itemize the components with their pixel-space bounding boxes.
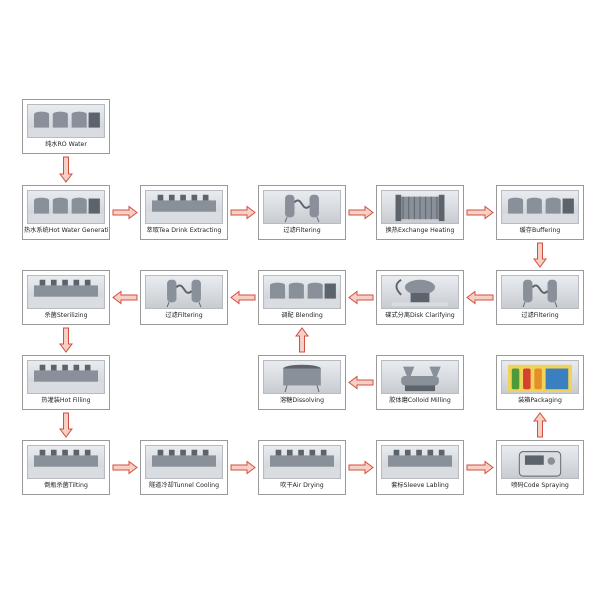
process-step-label: 过滤Filtering xyxy=(521,312,559,319)
process-step-label: 隧道冷却Tunnel Cooling xyxy=(148,482,220,489)
process-step-ro-water: 纯水RO Water xyxy=(22,99,110,154)
process-step-blending: 调配 Blending xyxy=(258,270,346,325)
process-step-label: 溶糖Dissolving xyxy=(279,397,325,404)
flow-arrow xyxy=(466,205,494,220)
water-treatment-icon xyxy=(27,104,105,138)
process-step-label: 装箱Packaging xyxy=(518,397,562,404)
process-step-label: 喷码Code Spraying xyxy=(511,482,569,489)
process-step-dissolving: 溶糖Dissolving xyxy=(258,355,346,410)
inkjet-printer-icon xyxy=(501,445,579,479)
flow-arrow xyxy=(59,156,73,183)
process-step-buffering: 缓存Buffering xyxy=(496,185,584,240)
flow-arrow xyxy=(348,460,374,475)
flow-arrow xyxy=(348,205,374,220)
filter-unit-icon xyxy=(263,190,341,224)
flow-arrow xyxy=(466,290,494,305)
flow-arrow xyxy=(348,375,374,390)
process-step-heat-exchange: 换热Exchange Heating xyxy=(376,185,464,240)
process-step-packaging: 装箱Packaging xyxy=(496,355,584,410)
buffer-tanks-icon xyxy=(501,190,579,224)
flow-arrow xyxy=(466,460,494,475)
process-step-filtering-2: 过滤Filtering xyxy=(496,270,584,325)
flow-arrow xyxy=(230,290,256,305)
tunnel-cooler-icon xyxy=(145,445,223,479)
process-step-filtering-3: 过滤Filtering xyxy=(140,270,228,325)
hot-water-plant-icon xyxy=(27,190,105,224)
process-step-label: 碟式分离Disk Clarifying xyxy=(385,312,455,319)
flow-arrow xyxy=(112,290,138,305)
flow-arrow xyxy=(112,205,138,220)
flow-arrow xyxy=(112,460,138,475)
process-step-hot-water: 热水系统Hot Water Generating xyxy=(22,185,110,240)
blending-tanks-icon xyxy=(263,275,341,309)
flow-arrow xyxy=(533,412,547,438)
flow-arrow xyxy=(230,460,256,475)
flow-arrow xyxy=(533,242,547,268)
process-step-label: 缓存Buffering xyxy=(519,227,561,234)
process-step-label: 杀菌Sterilizing xyxy=(44,312,88,319)
flow-arrow xyxy=(230,205,256,220)
heat-exchanger-icon xyxy=(381,190,459,224)
tilting-conveyor-icon xyxy=(27,445,105,479)
process-step-label: 套标Sleeve Labling xyxy=(391,482,449,489)
process-step-tilting: 倒瓶杀菌Tilting xyxy=(22,440,110,495)
disk-separator-icon xyxy=(381,275,459,309)
process-step-label: 热水系统Hot Water Generating xyxy=(24,227,108,234)
process-step-label: 热灌装Hot Filling xyxy=(41,397,91,404)
flow-arrow xyxy=(348,290,374,305)
process-step-tea-extract: 萃取Tea Drink Extracting xyxy=(140,185,228,240)
process-step-colloid-mill: 胶体磨Colloid Milling xyxy=(376,355,464,410)
filter-unit-icon xyxy=(145,275,223,309)
extraction-tank-icon xyxy=(145,190,223,224)
process-step-tunnel-cooling: 隧道冷却Tunnel Cooling xyxy=(140,440,228,495)
process-step-sleeve-label: 套标Sleeve Labling xyxy=(376,440,464,495)
process-step-label: 调配 Blending xyxy=(281,312,323,319)
process-step-air-drying: 吹干Air Drying xyxy=(258,440,346,495)
sleeve-labeler-icon xyxy=(381,445,459,479)
process-step-code-spray: 喷码Code Spraying xyxy=(496,440,584,495)
process-step-label: 过滤Filtering xyxy=(283,227,321,234)
packaged-bottles-icon xyxy=(501,360,579,394)
process-step-disk-clarify: 碟式分离Disk Clarifying xyxy=(376,270,464,325)
flow-arrow xyxy=(59,412,73,438)
process-step-label: 萃取Tea Drink Extracting xyxy=(146,227,222,234)
process-step-label: 过滤Filtering xyxy=(165,312,203,319)
air-dryer-icon xyxy=(263,445,341,479)
process-step-sterilizing: 杀菌Sterilizing xyxy=(22,270,110,325)
process-step-label: 倒瓶杀菌Tilting xyxy=(44,482,88,489)
dissolving-tank-icon xyxy=(263,360,341,394)
process-step-filtering-1: 过滤Filtering xyxy=(258,185,346,240)
process-step-label: 吹干Air Drying xyxy=(280,482,324,489)
filter-unit-icon xyxy=(501,275,579,309)
process-step-label: 胶体磨Colloid Milling xyxy=(389,397,451,404)
colloid-mill-icon xyxy=(381,360,459,394)
process-step-hot-filling: 热灌装Hot Filling xyxy=(22,355,110,410)
sterilizer-icon xyxy=(27,275,105,309)
filling-machine-icon xyxy=(27,360,105,394)
flow-arrow xyxy=(295,327,309,353)
process-step-label: 换热Exchange Heating xyxy=(385,227,455,234)
flow-arrow xyxy=(59,327,73,353)
process-step-label: 纯水RO Water xyxy=(45,141,87,148)
